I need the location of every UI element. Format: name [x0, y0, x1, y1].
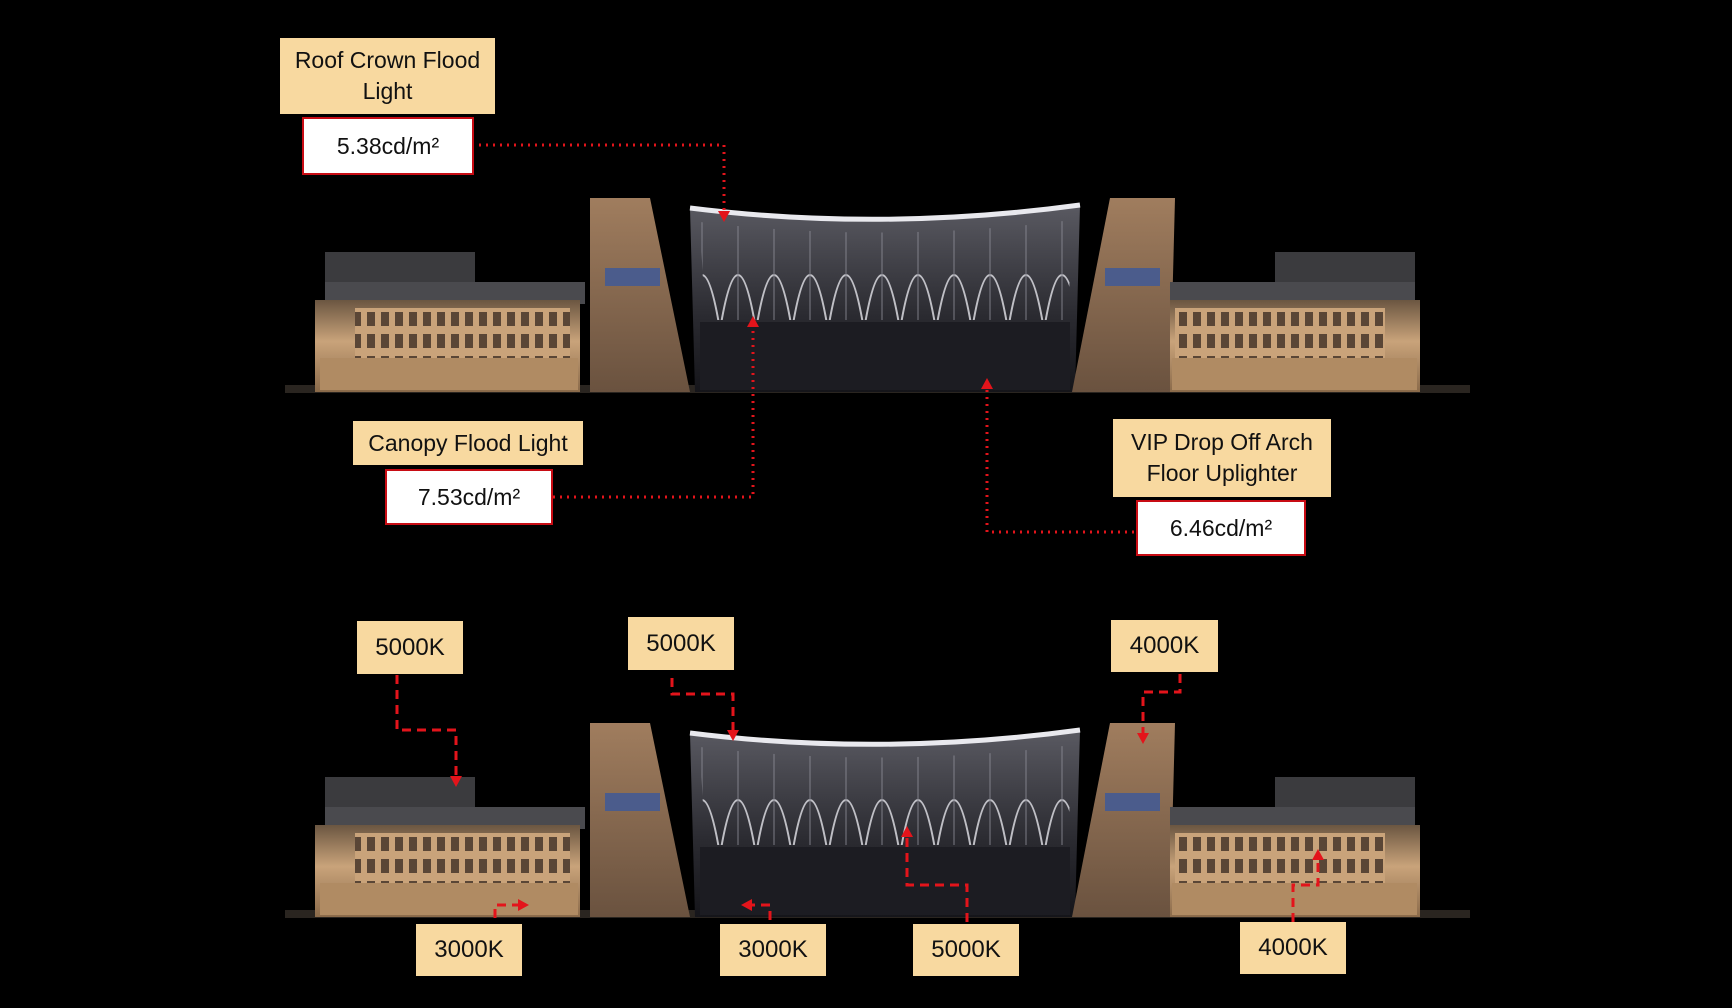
vip-arch-leader-line	[985, 387, 1134, 534]
roof-crown-leader-line	[472, 143, 726, 212]
color-temp-arrowheads	[450, 730, 1324, 911]
luminance-leader-lines	[472, 143, 1134, 534]
luminance-arrowheads	[718, 211, 993, 389]
color-temp-top-right: 4000K	[1111, 620, 1218, 672]
color-temp-bottom-center-left: 3000K	[720, 924, 826, 976]
roof-crown-label: Roof Crown Flood Light	[280, 38, 495, 114]
color-temp-bottom-right: 4000K	[1240, 922, 1346, 974]
canopy-label: Canopy Flood Light	[353, 421, 583, 465]
color-temp-bottom-center-right: 5000K	[913, 924, 1019, 976]
vip-arch-label: VIP Drop Off Arch Floor Uplighter	[1113, 419, 1331, 497]
canopy-value: 7.53cd/m²	[385, 469, 553, 525]
color-temp-bottom-left: 3000K	[416, 924, 522, 976]
color-temp-leader-lines	[395, 674, 1320, 922]
color-temp-top-center: 5000K	[628, 617, 734, 670]
facade-elevation-top	[285, 198, 1470, 393]
roof-crown-value: 5.38cd/m²	[302, 117, 474, 175]
vip-arch-value: 6.46cd/m²	[1136, 500, 1306, 556]
color-temp-top-left: 5000K	[357, 621, 463, 674]
